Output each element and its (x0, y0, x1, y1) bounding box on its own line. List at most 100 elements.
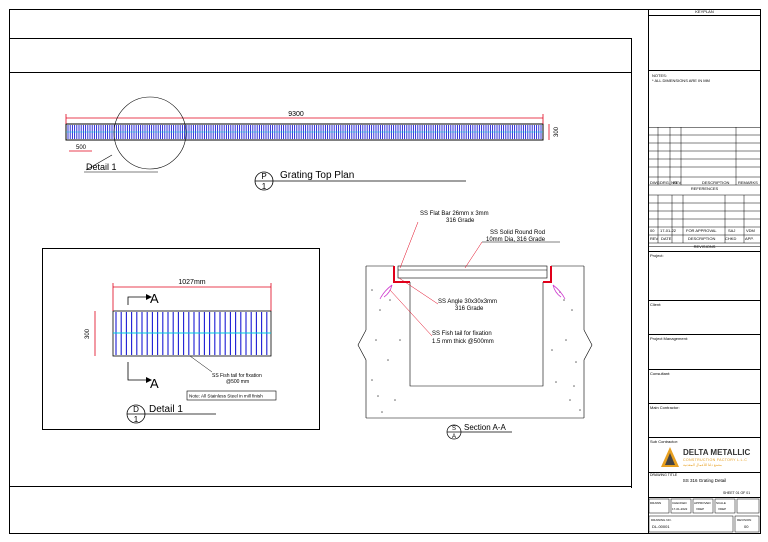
client-label: Client: (650, 302, 662, 307)
plan-length-label: 9300 (288, 111, 304, 118)
section-marker-letter: S (452, 426, 456, 432)
concrete-aggregate (579, 409, 581, 411)
bottom-band-line (9, 486, 632, 487)
section-round-rod-2: 10mm Dia, 316 Grade (486, 237, 546, 243)
drawing-no-label: DRAWING NO. (651, 518, 672, 522)
logo-sub: CONSTRUCTION FACTORY L.L.C (683, 458, 748, 462)
references-label: REFERENCES (690, 186, 719, 191)
detail-note-box (186, 390, 277, 401)
detail-callout-leader (85, 154, 113, 171)
revision: 00 (744, 524, 749, 529)
consultant-label: Consultant: (650, 371, 671, 376)
concrete-aggregate (571, 309, 573, 311)
checked-label: CHECKED (672, 501, 687, 505)
plan-title: Grating Top Plan (280, 170, 354, 181)
rev-header-date: DATE (661, 236, 672, 241)
concrete-aggregate (371, 289, 373, 291)
detail-title: Detail 1 (149, 404, 183, 415)
section-fishtail-1: SS Fish tail for fixation (432, 331, 492, 337)
plan-height-label: 300 (554, 126, 560, 137)
section-fishtail-2: 1.5 mm thick @500mm (432, 339, 494, 345)
concrete-aggregate (563, 299, 565, 301)
company-logo (661, 447, 679, 467)
detail-note: Note: All Stainless Steel in mill finish (189, 394, 263, 399)
sheet-label: SHEET 01 OF 01 (723, 491, 751, 495)
drawn-val: 17-01-2022 (672, 507, 688, 511)
approved-val: VDEP (718, 507, 727, 511)
notes-title: NOTES: (652, 73, 667, 78)
concrete-aggregate (379, 309, 381, 311)
concrete-aggregate (377, 395, 379, 397)
plan-grating (65, 123, 544, 141)
section-mark-top: A (150, 291, 159, 306)
references-grid (648, 127, 761, 247)
revision-label: REVISION (737, 518, 752, 522)
concrete-aggregate (375, 339, 377, 341)
concrete-aggregate (551, 349, 553, 351)
detail-height-label: 300 (85, 328, 91, 339)
plan-detail-label: Detail 1 (86, 162, 117, 172)
drawing-no: DL-00001 (652, 524, 670, 529)
detail-grating (112, 310, 272, 357)
rev-row-chkd: SAJ (728, 228, 736, 233)
plan-spacing-label: 500 (76, 145, 87, 151)
drawn-label: DRAWN (650, 501, 662, 505)
checked-val: VDEP (696, 507, 705, 511)
keyplan-label: KEYPLAN (695, 9, 714, 14)
bottom-cells (648, 498, 760, 533)
ref-header-desc: DESCRIPTION (702, 180, 730, 185)
rev-row-app: VDM (746, 228, 755, 233)
section-angle-1: SS Angle 30x30x3mm (438, 299, 497, 305)
rev-row-rev: 00 (650, 228, 655, 233)
rev-header-app: APP. (745, 236, 754, 241)
rev-row-date: 17-01-22 (660, 228, 677, 233)
rev-header-chkd: CHKD (725, 236, 737, 241)
section-angle-2: 316 Grade (455, 306, 484, 312)
top-band-divider (631, 38, 632, 488)
concrete-aggregate (575, 361, 577, 363)
scale-label: SCALE (716, 501, 726, 505)
ref-header-drg: DRG. NO. (660, 180, 679, 185)
rev-header-rev: REV (650, 236, 659, 241)
detail-callout-circle (113, 96, 187, 170)
section-mark-bottom: A (150, 376, 159, 391)
project-label: Project: (650, 253, 664, 258)
detail-marker-num: 1 (134, 415, 139, 424)
rev-row-desc: FOR APPROVAL (686, 228, 717, 233)
drawing-canvas: 9300 500 300 Detail 1 P 1 Grating Top Pl… (65, 96, 593, 440)
logo-arabic: مصنع دلتا للأعمال المعدنية (683, 463, 722, 467)
approved-label: APPROVED (694, 501, 711, 505)
plan-dimension (65, 114, 550, 152)
revisions-label: REVISIONS (693, 244, 716, 249)
title-block (648, 9, 761, 534)
concrete-aggregate (569, 399, 571, 401)
detail-width-label: 1027mm (178, 279, 205, 286)
concrete-aggregate (399, 339, 401, 341)
plan-marker-letter: P (261, 172, 266, 181)
project-management-label: Project Management: (650, 336, 689, 341)
detail-fishtail-note-2: @500 mm (226, 379, 249, 385)
concrete-aggregate (555, 381, 557, 383)
section-marker-num: A (452, 434, 456, 440)
drawing-title: SS 316 Grating Detail (682, 478, 727, 483)
ref-header-rev: REV (673, 180, 682, 185)
main-contractor-label: Main Contractor: (650, 405, 680, 410)
concrete-aggregate (573, 385, 575, 387)
ref-header-dwg: DWG (650, 180, 660, 185)
detail-frame (42, 248, 320, 430)
section-angle-right (543, 266, 552, 283)
detail-marker-letter: D (133, 405, 139, 414)
section-round-rod-1: SS Solid Round Rod (490, 230, 545, 236)
plan-marker-num: 1 (262, 182, 267, 191)
concrete-aggregate (394, 399, 396, 401)
section-title: Section A-A (464, 423, 506, 432)
concrete-aggregate (371, 379, 373, 381)
sub-contractor-label: Sub Contractor: (650, 439, 679, 444)
drawing-title-label: DRAWING TITLE (650, 473, 678, 477)
logo-name: DELTA METALLIC (683, 448, 751, 457)
detail-fishtail-note-1: SS Fish tail for fixation (212, 373, 262, 379)
concrete-aggregate (565, 339, 567, 341)
rev-header-desc: DESCRIPTION (688, 236, 716, 241)
notes-line: * ALL DIMENSIONS ARE IN MM (652, 78, 710, 83)
concrete-aggregate (389, 299, 391, 301)
